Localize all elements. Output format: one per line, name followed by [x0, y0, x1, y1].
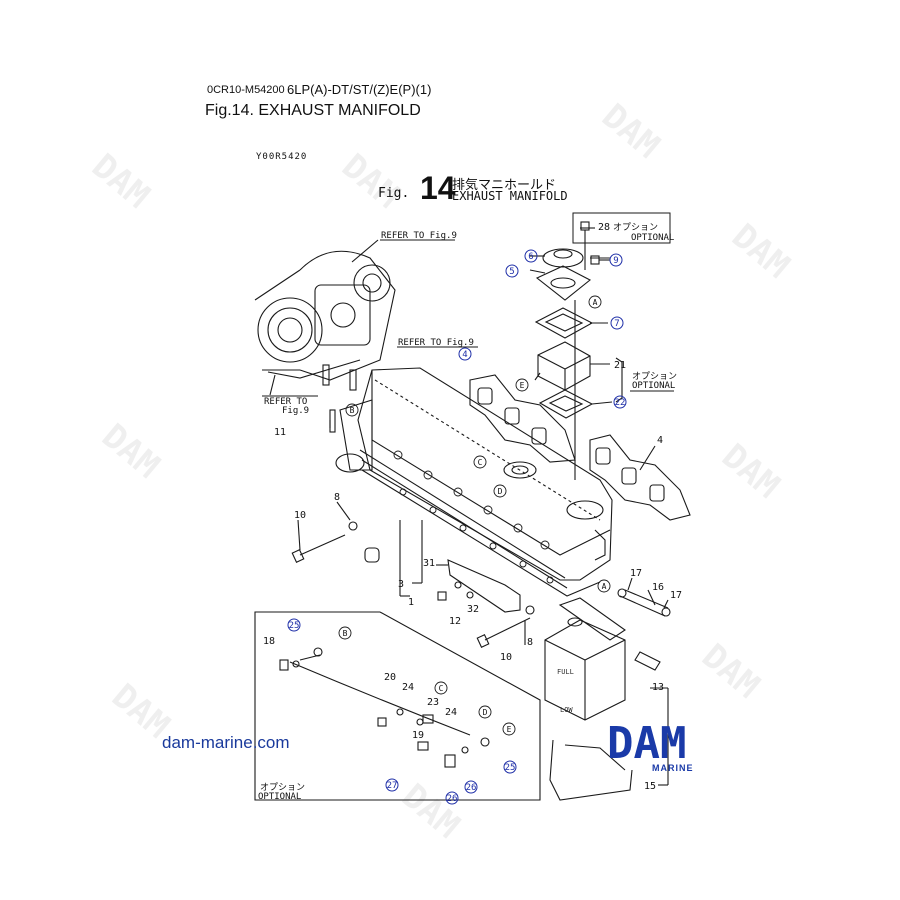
opt-top-en: OPTIONAL	[631, 233, 674, 243]
fig-number: 14	[420, 170, 456, 206]
refer-left-2: Fig.9	[282, 406, 309, 416]
optional-kit	[279, 647, 490, 768]
fig-prefix: Fig.	[378, 186, 410, 201]
logo-text: DAM	[607, 720, 686, 769]
label-c-manifold: C	[478, 458, 483, 467]
label-b-kit: B	[343, 629, 348, 638]
callout-4: 4	[657, 435, 663, 446]
expansion-tank	[544, 597, 661, 801]
callout-21: 21	[614, 360, 626, 371]
label-c-kit: C	[439, 684, 444, 693]
callout-8b: 8	[527, 637, 533, 648]
callout-18: 18	[263, 636, 275, 647]
callout-13: 13	[652, 682, 664, 693]
opt-mid-en: OPTIONAL	[632, 381, 675, 391]
callout-6: 6	[528, 252, 533, 262]
callout-17b: 17	[670, 590, 682, 601]
refer-mid: REFER TO Fig.9	[398, 338, 474, 348]
callout-24a: 24	[402, 682, 414, 693]
drawing-code: Y00R5420	[256, 152, 308, 162]
title-english: EXHAUST MANIFOLD	[452, 189, 568, 203]
label-a-top: A	[593, 298, 598, 307]
callout-7: 7	[614, 319, 619, 329]
gasket-4	[589, 434, 691, 521]
label-e-elbow: E	[520, 381, 525, 390]
optional-box	[254, 611, 541, 801]
callout-17a: 17	[630, 568, 642, 579]
callout-28: 28	[598, 222, 610, 233]
callout-12: 12	[449, 616, 461, 627]
turbocharger	[254, 250, 396, 381]
figure-title: Fig.14. EXHAUST MANIFOLD	[205, 102, 421, 119]
callout-9: 9	[613, 256, 618, 266]
callout-1: 1	[408, 597, 414, 608]
dam-logo: DAM	[607, 720, 686, 769]
label-e-kit: E	[507, 725, 512, 734]
label-d-manifold: D	[498, 487, 503, 496]
callout-23: 23	[427, 697, 439, 708]
refer-left-1: REFER TO	[264, 397, 307, 407]
document-code: 0CR10-M54200	[207, 84, 285, 96]
callout-32: 32	[467, 604, 479, 615]
callout-3: 3	[398, 579, 404, 590]
callout-11: 11	[274, 427, 286, 438]
callout-26a: 26	[447, 794, 458, 804]
opt-mid-jp: オプション	[632, 371, 677, 382]
callout-16: 16	[652, 582, 664, 593]
callout-4b: 4	[462, 350, 467, 360]
callout-31: 31	[423, 558, 435, 569]
label-d-kit: D	[483, 708, 488, 717]
opt-bot-en: OPTIONAL	[258, 792, 301, 802]
callout-15: 15	[644, 781, 656, 792]
exhaust-manifold	[335, 367, 613, 597]
callout-27: 27	[387, 781, 398, 791]
callout-5: 5	[509, 267, 514, 277]
callout-19: 19	[412, 730, 424, 741]
website-link[interactable]: dam-marine.com	[162, 733, 290, 752]
refer-top: REFER TO Fig.9	[381, 231, 457, 241]
callout-10b: 10	[500, 652, 512, 663]
callout-25b: 25	[505, 763, 516, 773]
logo-subtitle: MARINE	[652, 763, 694, 773]
callout-22: 22	[615, 398, 626, 408]
engine-model: 6LP(A)-DT/ST/(Z)E(P)(1)	[287, 82, 432, 97]
callout-10a: 10	[294, 510, 306, 521]
title-japanese: 排気マニホールド	[452, 177, 557, 192]
callout-8a: 8	[334, 492, 340, 503]
callout-25a: 25	[289, 621, 300, 631]
callout-26b: 26	[466, 783, 477, 793]
label-b-turbo: B	[350, 406, 355, 415]
label-a-pipe: A	[602, 582, 607, 591]
opt-bot-jp: オプション	[260, 782, 305, 793]
callout-20: 20	[384, 672, 396, 683]
tank-low: LOW	[560, 706, 573, 714]
gasket-upper	[469, 374, 576, 463]
tank-full: FULL	[557, 668, 574, 676]
opt-top-jp: オプション	[613, 222, 658, 233]
callout-24b: 24	[445, 707, 457, 718]
